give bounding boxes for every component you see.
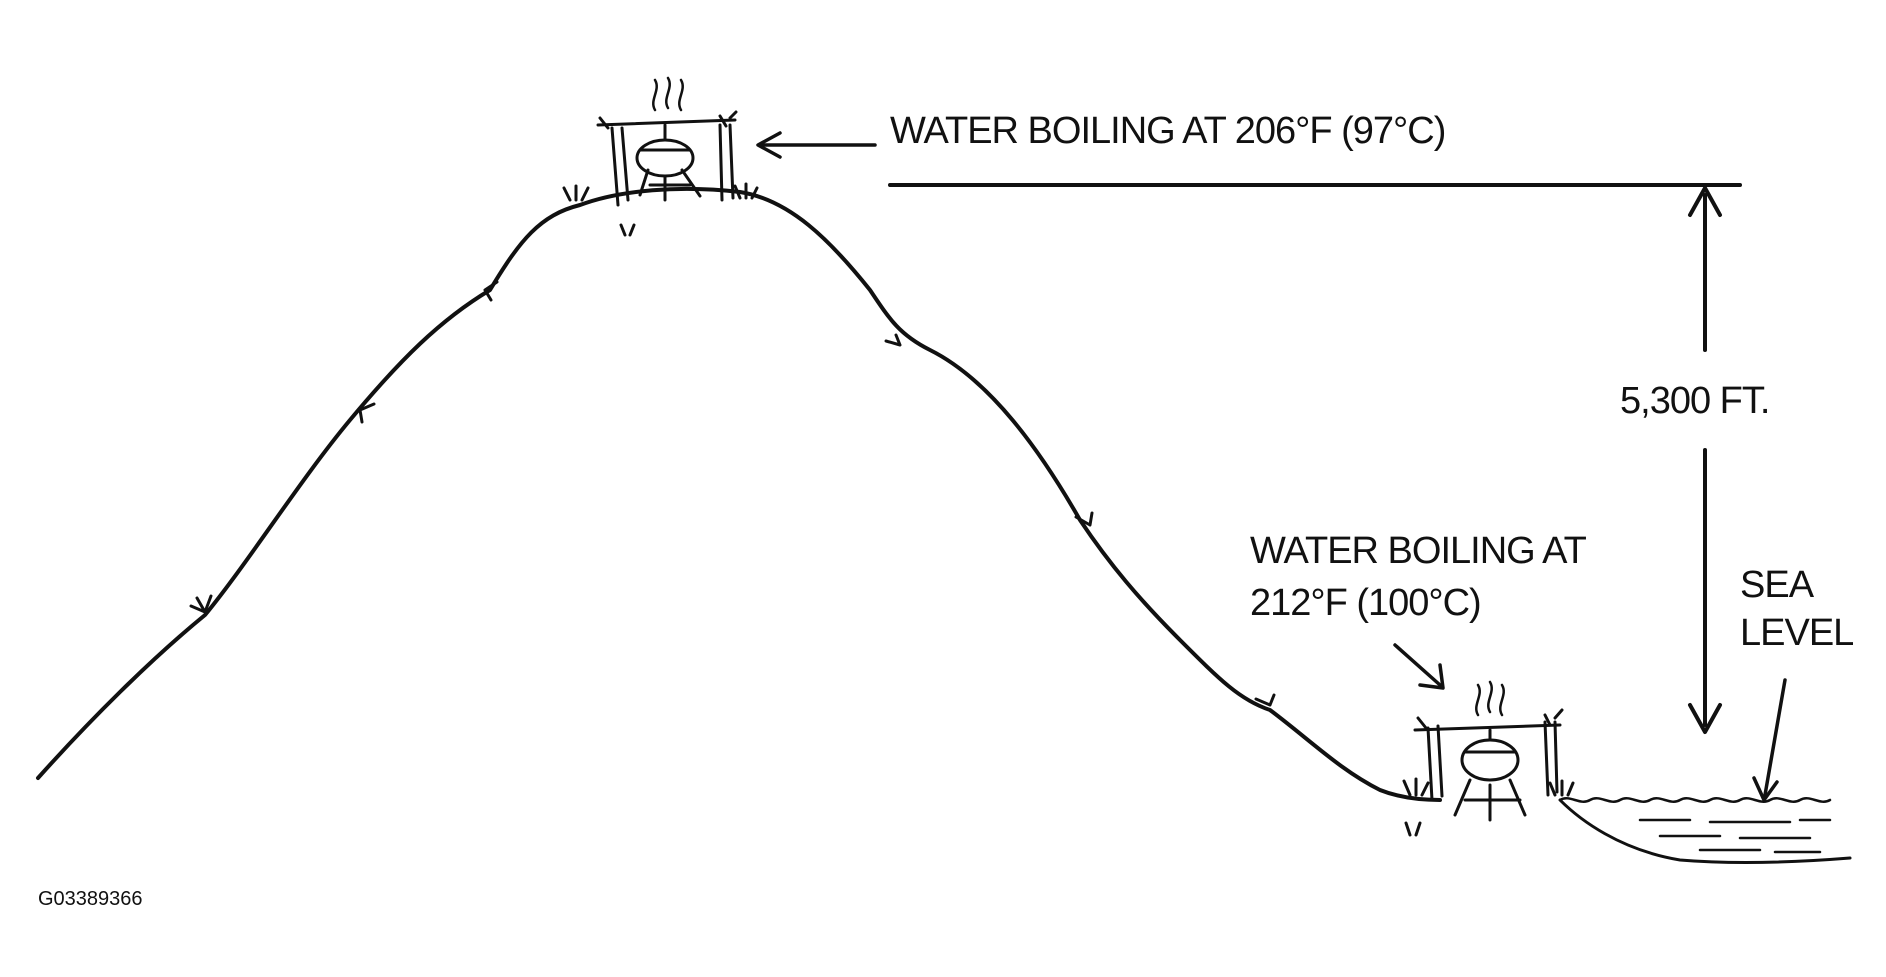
sea-campfire-arrow (1393, 643, 1442, 687)
grass-tuft-icon (1404, 821, 1422, 837)
grass-tuft-icon (562, 184, 590, 202)
grass-tuft-icon (1402, 777, 1430, 797)
height-label: 5,300 FT. (1620, 380, 1770, 422)
steam-icon (652, 76, 684, 112)
grass-tuft-icon (733, 182, 759, 200)
slope-tick (1254, 693, 1276, 707)
sea-level-arrow (1763, 678, 1787, 797)
slope-tick (884, 333, 902, 347)
sea-boiling-label-line2: 212°F (100°C) (1250, 582, 1482, 624)
slope-tick (189, 594, 213, 614)
height-arrowhead-top (1688, 186, 1722, 217)
slope-tick (358, 402, 376, 424)
summit-campfire-icon (562, 76, 759, 237)
grass-tuft-icon (1548, 779, 1575, 797)
slope-tick (483, 280, 499, 302)
sea-campfire-arrowhead (1418, 663, 1445, 690)
figure-code: G03389366 (38, 888, 143, 910)
water-waves-icon (1558, 797, 1852, 865)
sea-level-campfire-icon (1402, 680, 1575, 837)
height-arrowhead-bottom (1688, 703, 1722, 734)
sea-boiling-label-line1: WATER BOILING AT (1250, 530, 1587, 572)
mountain-outline (36, 186, 1442, 802)
sea-level-label-line2: LEVEL (1740, 612, 1854, 654)
summit-label: WATER BOILING AT 206°F (97°C) (890, 110, 1446, 152)
sea-level-arrowhead (1752, 776, 1779, 802)
steam-icon (1475, 680, 1505, 717)
grass-tuft-icon (619, 223, 636, 237)
slope-tick (1074, 511, 1094, 527)
summit-arrowhead (756, 131, 782, 159)
sea-level-label-line1: SEA (1740, 564, 1814, 606)
